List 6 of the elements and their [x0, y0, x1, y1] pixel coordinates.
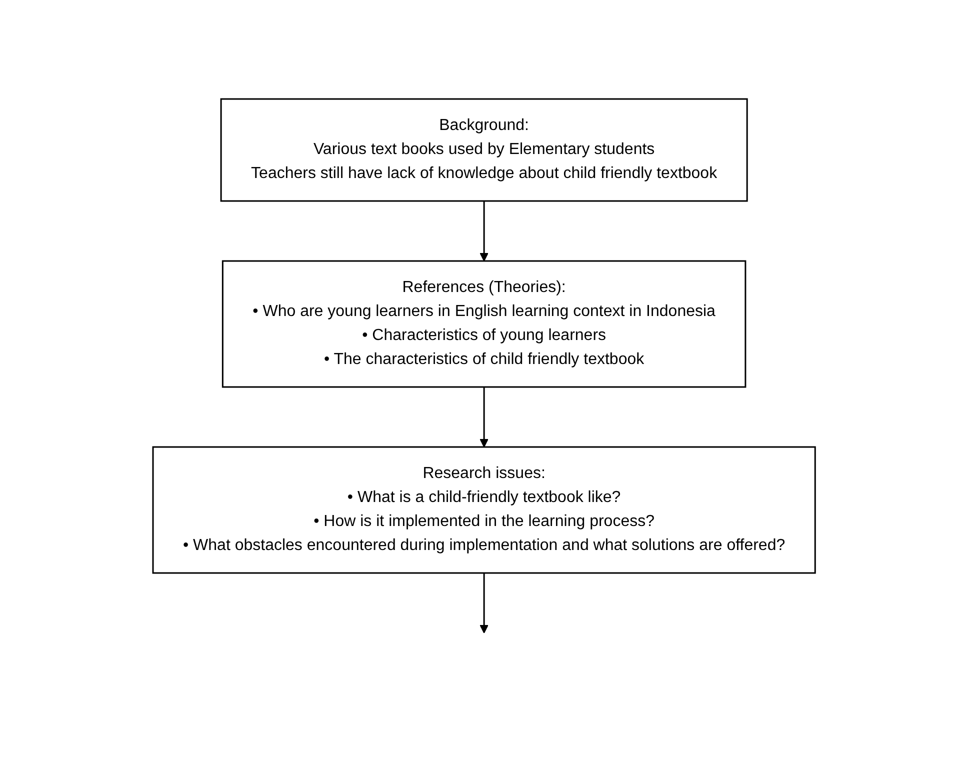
node-box: Research issues: • What is a child-friendly textbook like? • How is it implemented in the learning process? • What obstacles encountered during implementation and what solutions are offered? — [152, 446, 816, 574]
node-box: References (Theories): • Who are young learners in English learning context in Indonesia • Characteristics of young learners • The characteristics of child friendly textbook — [222, 260, 746, 388]
arrow — [480, 200, 488, 261]
node-box: Background: Various text books used by Elementary students Teachers still have lack of knowledge about child friendly textbook — [220, 98, 748, 202]
arrow — [480, 572, 488, 633]
arrow — [480, 386, 488, 447]
